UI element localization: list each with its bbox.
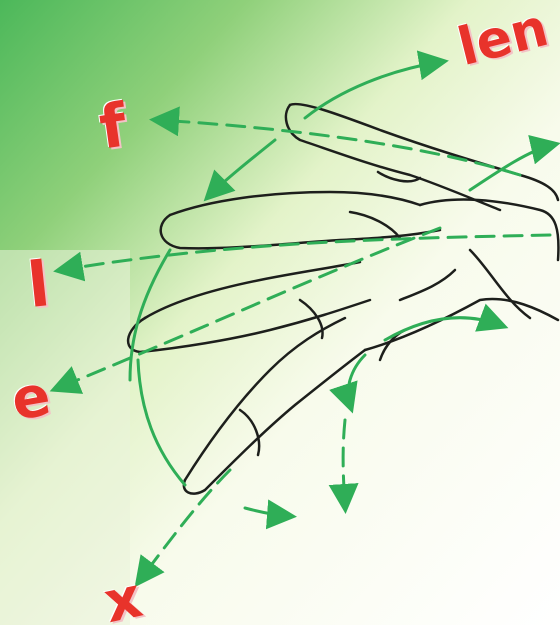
hand-diagram: len f l e x bbox=[0, 0, 560, 625]
diagram-canvas bbox=[0, 0, 560, 625]
